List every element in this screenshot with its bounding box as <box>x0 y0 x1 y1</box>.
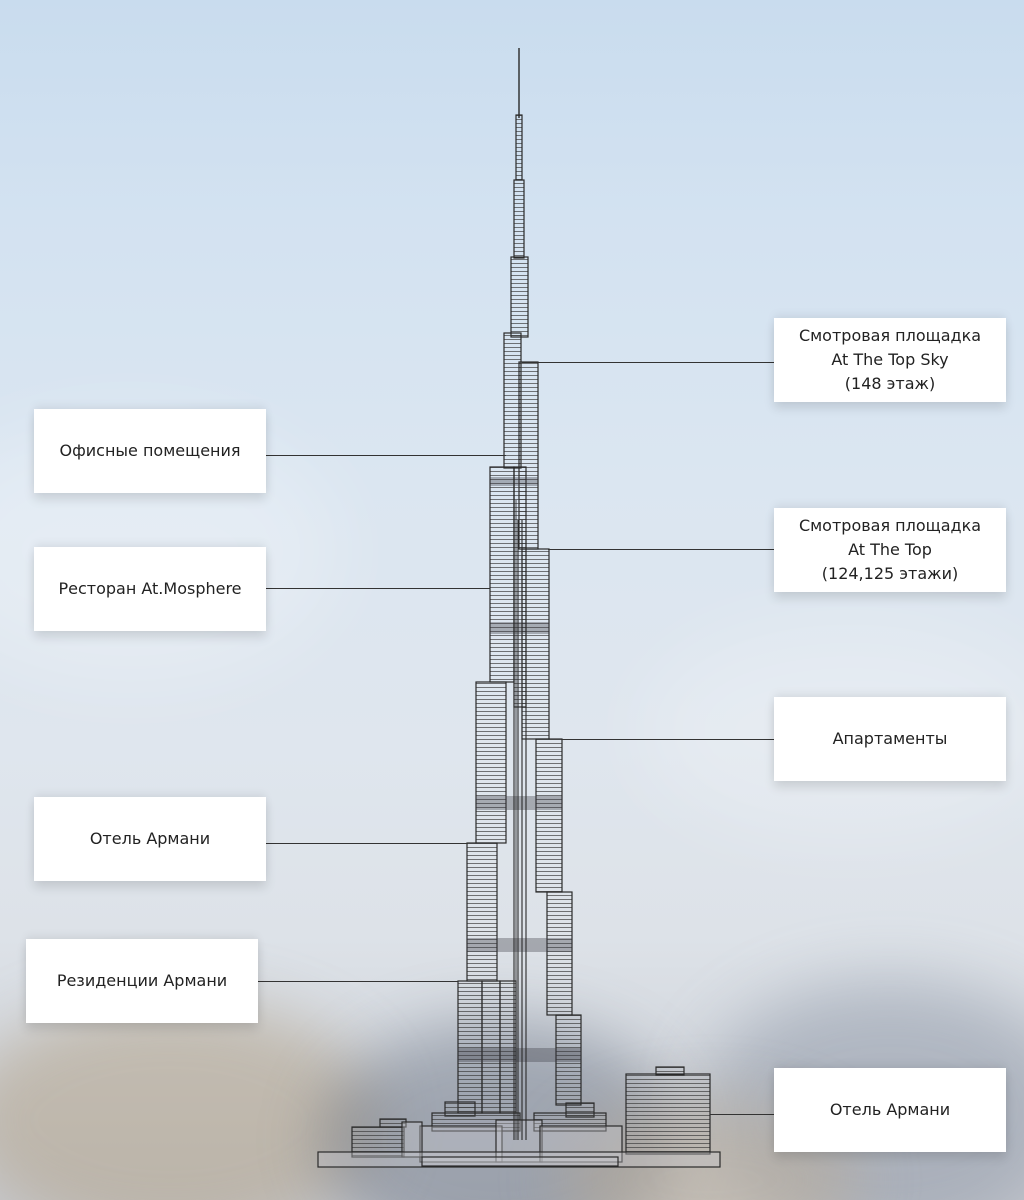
tower-segment <box>535 738 563 893</box>
podium-block <box>401 1121 423 1158</box>
tower-segment <box>546 891 573 1016</box>
tower-segment <box>466 842 498 982</box>
label-at-the-top: Смотровая площадка At The Top (124,125 э… <box>774 508 1006 592</box>
connector-apartments <box>562 739 774 740</box>
tower-sections <box>317 114 721 1168</box>
tower-segment <box>475 681 507 844</box>
mechanical-band <box>476 796 562 810</box>
tower-segment <box>481 980 501 1114</box>
tower-segment <box>510 256 529 338</box>
label-offices: Офисные помещения <box>34 409 266 493</box>
spire-lower <box>513 179 525 259</box>
label-line: Ресторан At.Mosphere <box>58 579 242 598</box>
label-armani-residences: Резиденции Армани <box>26 939 258 1023</box>
label-armani-hotel-right: Отель Армани <box>774 1068 1006 1152</box>
connector-armani-hotel-right <box>710 1114 774 1115</box>
hotel-building <box>625 1073 711 1155</box>
connector-restaurant <box>266 588 490 589</box>
mechanical-band <box>490 622 549 634</box>
tower-outline <box>513 48 527 1140</box>
label-apartments: Апартаменты <box>774 697 1006 781</box>
connector-armani-hotel-left <box>266 843 468 844</box>
connector-top-sky <box>522 362 774 363</box>
podium-block <box>495 1119 543 1163</box>
label-line: At The Top Sky <box>831 350 949 369</box>
label-line: Смотровая площадка <box>798 326 982 345</box>
label-line: Офисные помещения <box>59 441 241 460</box>
mechanical-band <box>458 1048 581 1062</box>
label-line: (124,125 этажи) <box>821 564 959 583</box>
tower-segment <box>489 466 515 683</box>
podium-block <box>419 1125 503 1163</box>
label-line: Смотровая площадка <box>798 516 982 535</box>
background-city-blur <box>0 1000 380 1200</box>
podium-block <box>539 1125 623 1163</box>
connector-at-the-top <box>548 549 774 550</box>
tower-segment <box>457 980 483 1114</box>
spire-upper <box>515 114 523 181</box>
base-step <box>421 1156 619 1167</box>
label-line: Отель Армани <box>829 1100 951 1119</box>
connector-offices <box>266 455 506 456</box>
label-line: Резиденции Армани <box>56 971 228 990</box>
label-armani-hotel-left: Отель Армани <box>34 797 266 881</box>
hotel-roof <box>655 1066 685 1076</box>
podium-roof <box>379 1118 407 1128</box>
label-line: At The Top <box>848 540 932 559</box>
label-restaurant: Ресторан At.Mosphere <box>34 547 266 631</box>
connector-armani-residences <box>258 981 458 982</box>
base-plinth <box>317 1151 721 1168</box>
label-line: Апартаменты <box>832 729 948 748</box>
label-line: Отель Армани <box>89 829 211 848</box>
mechanical-band <box>467 938 572 952</box>
label-top-sky: Смотровая площадка At The Top Sky (148 э… <box>774 318 1006 402</box>
label-line: (148 этаж) <box>844 374 936 393</box>
